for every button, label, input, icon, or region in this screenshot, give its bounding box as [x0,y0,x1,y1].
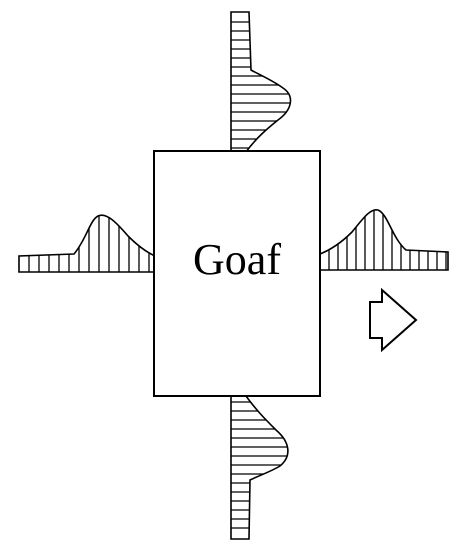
goaf-label: Goaf [193,235,281,284]
bottom-pressure-profile [230,395,289,540]
bottom-hatch-line-group [231,401,288,529]
left-profile-outline [18,214,156,273]
right-outline-arrow-icon [369,287,418,353]
top-hatch-line-group [231,21,291,149]
right-hatch-line-group [328,209,447,270]
top-pressure-profile [230,11,292,153]
goaf-rectangle [153,150,321,397]
left-pressure-profile [18,214,156,273]
bottom-profile-outline [230,395,289,540]
top-profile-outline [230,11,292,153]
right-profile-outline [319,209,449,271]
right-pressure-profile [319,209,449,271]
